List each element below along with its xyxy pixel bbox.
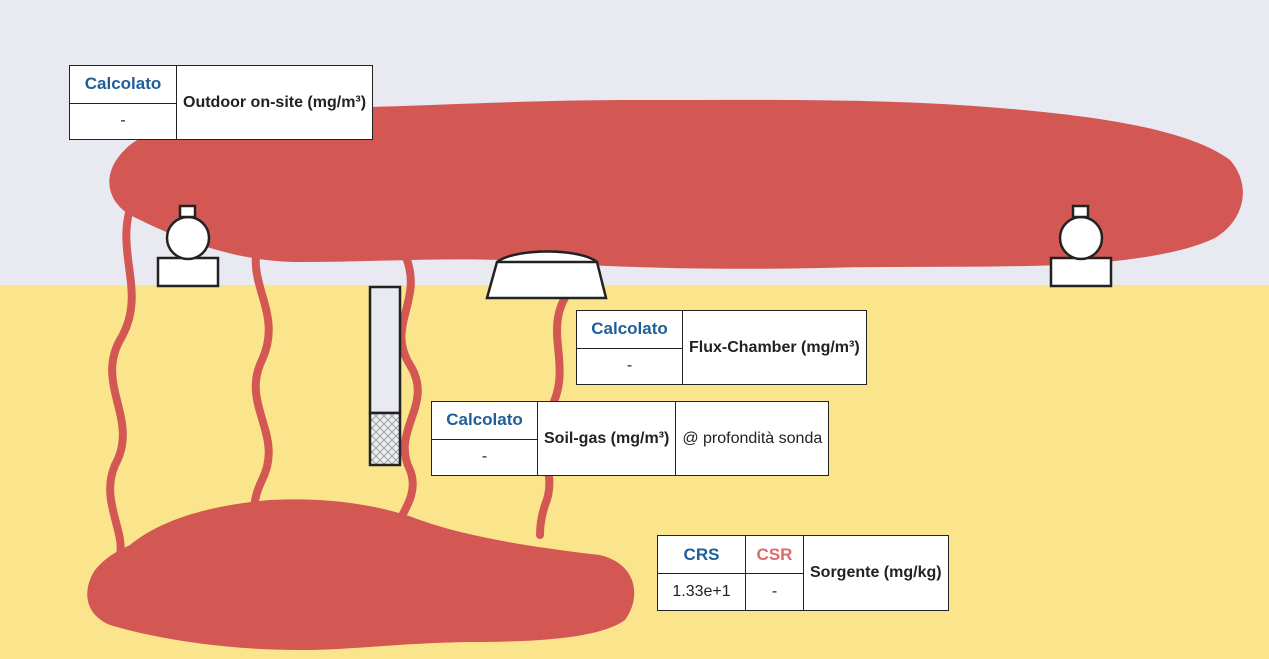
source-label: Sorgente (mg/kg) [804, 536, 948, 610]
soil-gas-calculated-value: - [432, 440, 537, 476]
outdoor-calculated-header: Calcolato [70, 66, 176, 104]
outdoor-calculated-column: Calcolato - [70, 66, 177, 139]
crs-value: 1.33e+1 [658, 574, 745, 610]
flux-chamber-device [487, 252, 606, 299]
soil-gas-probe [370, 287, 400, 465]
crs-column: CRS 1.33e+1 [658, 536, 746, 610]
csr-column: CSR - [746, 536, 804, 610]
crs-header: CRS [658, 536, 745, 574]
outdoor-calculated-value: - [70, 104, 176, 140]
source-box: CRS 1.33e+1 CSR - Sorgente (mg/kg) [657, 535, 949, 611]
flux-chamber-label: Flux-Chamber (mg/m³) [683, 311, 866, 384]
outdoor-label: Outdoor on-site (mg/m³) [177, 66, 372, 139]
flux-chamber-box: Calcolato - Flux-Chamber (mg/m³) [576, 310, 867, 385]
soil-gas-box: Calcolato - Soil-gas (mg/m³) @ profondit… [431, 401, 829, 476]
flux-calculated-value: - [577, 349, 682, 385]
csr-header: CSR [746, 536, 803, 574]
soil-gas-calculated-column: Calcolato - [432, 402, 538, 475]
csr-value: - [746, 574, 803, 610]
flux-calculated-header: Calcolato [577, 311, 682, 349]
soil-gas-calculated-header: Calcolato [432, 402, 537, 440]
flux-calculated-column: Calcolato - [577, 311, 683, 384]
probe-screen [370, 413, 400, 465]
soil-gas-label: Soil-gas (mg/m³) [538, 402, 676, 475]
outdoor-onsite-box: Calcolato - Outdoor on-site (mg/m³) [69, 65, 373, 140]
probe-depth-note: @ profondità sonda [676, 402, 828, 475]
